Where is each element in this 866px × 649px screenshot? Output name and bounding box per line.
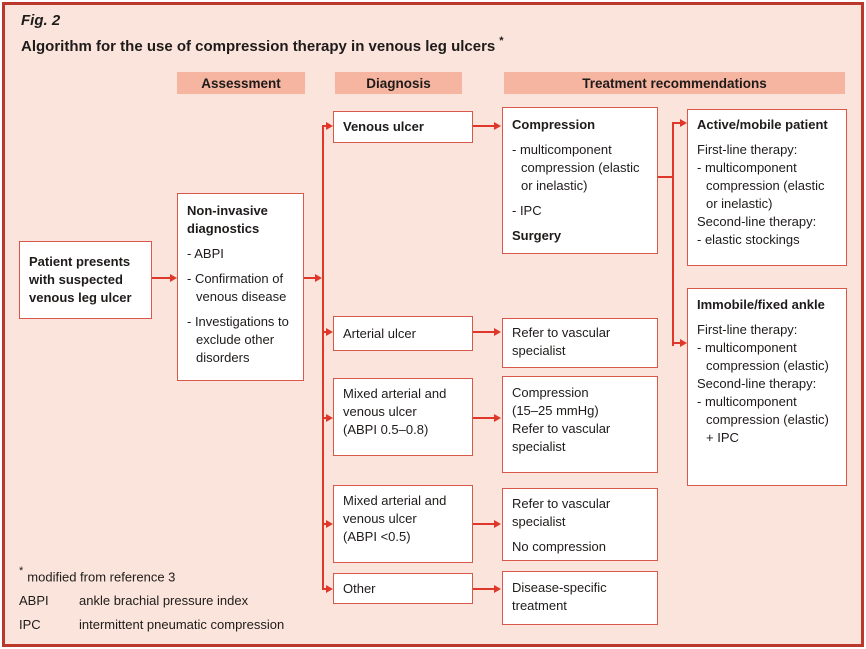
arrow-trunk-to-venous-line	[322, 125, 327, 127]
arrow-mixed-high-to-treatment-head	[494, 414, 501, 422]
arrow-other-to-treatment-head	[494, 585, 501, 593]
column-header-assessment: Assessment	[177, 72, 305, 94]
arrow-mixed-high-to-treatment-line	[473, 417, 495, 419]
arrow-branch-to-active-head	[680, 119, 687, 127]
venous-treatment-ipc: - IPC	[512, 203, 542, 218]
arrow-trunk-to-mixed-high-line	[322, 417, 327, 419]
node-patient-presents: Patient presents with suspected venous l…	[19, 241, 152, 319]
arterial-treatment-refer: Refer to vascular specialist	[512, 325, 611, 358]
arrow-trunk-to-other-head	[326, 585, 333, 593]
abbreviation-abpi-term: ABPI	[19, 593, 49, 608]
arrow-diagnostics-to-trunk-head	[315, 274, 322, 282]
active-mobile-title: Active/mobile patient	[697, 117, 828, 132]
active-first-line-label: First-line therapy:	[697, 142, 798, 157]
figure-title: Algorithm for the use of compression the…	[21, 35, 504, 55]
venous-ulcer-label: Venous ulcer	[343, 119, 424, 134]
column-header-diagnosis: Diagnosis	[335, 72, 462, 94]
node-mixed-low-treatment: Refer to vascular specialist No compress…	[502, 488, 658, 561]
arrow-trunk-to-mixed-low-line	[322, 523, 327, 525]
arrow-diagnostics-to-trunk-line	[304, 277, 316, 279]
footnote: *modified from reference 3	[19, 565, 176, 585]
subgroup-branch-line	[672, 122, 674, 346]
node-mixed-high-treatment: Compression (15–25 mmHg) Refer to vascul…	[502, 376, 658, 473]
node-immobile-fixed-ankle: Immobile/fixed ankle First-line therapy:…	[687, 288, 847, 486]
abbreviation-ipc-term: IPC	[19, 617, 41, 632]
active-second-line-item: - elastic stockings	[697, 232, 800, 247]
figure-label: Fig. 2	[21, 12, 61, 29]
node-arterial-ulcer: Arterial ulcer	[333, 316, 473, 351]
immobile-second-line-item: - multicomponent compression (elastic) +…	[697, 394, 829, 445]
figure-title-text: Algorithm for the use of compression the…	[21, 38, 496, 55]
mixed-high-treatment-range: (15–25 mmHg)	[512, 403, 599, 418]
arrow-patient-to-diagnostics-line	[152, 277, 171, 279]
diagnostics-item-investigations: - Investigations to exclude other disord…	[187, 314, 289, 365]
other-treatment-line: Disease-specific treatment	[512, 580, 607, 613]
node-venous-treatment: Compression - multicomponent compression…	[502, 107, 658, 254]
mixed-low-treatment-no-compression: No compression	[512, 539, 606, 554]
mixed-high-treatment-compression: Compression	[512, 385, 589, 400]
arrow-venous-to-treatment-head	[494, 122, 501, 130]
arrow-trunk-to-mixed-high-head	[326, 414, 333, 422]
node-other-diagnosis: Other	[333, 573, 473, 604]
mixed-high-name: Mixed arterial and venous ulcer	[343, 386, 447, 419]
diagnostics-item-abpi: - ABPI	[187, 246, 224, 261]
immobile-first-line-item: - multicomponent compression (elastic)	[697, 340, 829, 373]
mixed-low-name: Mixed arterial and venous ulcer	[343, 493, 447, 526]
arrow-trunk-to-arterial-line	[322, 331, 327, 333]
arrow-trunk-to-venous-head	[326, 122, 333, 130]
mixed-high-treatment-refer: Refer to vascular specialist	[512, 421, 611, 454]
abbreviation-abpi-definition: ankle brachial pressure index	[79, 593, 249, 608]
patient-presents-text: Patient presents with suspected venous l…	[29, 254, 132, 305]
active-first-line-item: - multicomponent compression (elastic or…	[697, 160, 825, 211]
venous-treatment-compression-heading: Compression	[512, 117, 596, 132]
column-header-treatment: Treatment recommendations	[504, 72, 845, 94]
arrow-branch-to-immobile-head	[680, 339, 687, 347]
footnote-text: modified from reference 3	[27, 569, 176, 585]
arrow-branch-to-immobile-line	[672, 342, 681, 344]
arrow-branch-to-active-line	[672, 122, 681, 124]
node-arterial-treatment: Refer to vascular specialist	[502, 318, 658, 368]
arrow-arterial-to-treatment-head	[494, 328, 501, 336]
arterial-ulcer-label: Arterial ulcer	[343, 325, 416, 341]
abbreviation-ipc-definition: intermittent pneumatic compression	[79, 617, 285, 632]
arrow-venous-to-treatment-line	[473, 125, 495, 127]
node-non-invasive-diagnostics: Non-invasive diagnostics - ABPI - Confir…	[177, 193, 304, 381]
active-second-line-label: Second-line therapy:	[697, 214, 817, 229]
mixed-low-criteria: (ABPI <0.5)	[343, 529, 411, 544]
arrow-patient-to-diagnostics-head	[170, 274, 177, 282]
other-diagnosis-label: Other	[343, 580, 376, 596]
node-venous-ulcer: Venous ulcer	[333, 111, 473, 143]
diagnosis-trunk-line	[322, 125, 324, 590]
node-mixed-ulcer-abpi-0-5-0-8: Mixed arterial and venous ulcer (ABPI 0.…	[333, 378, 473, 456]
node-active-mobile-patient: Active/mobile patient First-line therapy…	[687, 109, 847, 266]
title-footnote-marker: *	[499, 35, 504, 47]
immobile-title: Immobile/fixed ankle	[697, 297, 825, 312]
arrow-other-to-treatment-line	[473, 588, 495, 590]
arrow-venous-treatment-to-branch-line	[658, 176, 674, 178]
arrow-trunk-to-other-line	[322, 588, 327, 590]
venous-treatment-multicomponent: - multicomponent compression (elastic or…	[512, 142, 640, 193]
footnote-marker: *	[19, 565, 24, 577]
immobile-second-line-label: Second-line therapy:	[697, 376, 817, 391]
node-mixed-ulcer-abpi-lt-0-5: Mixed arterial and venous ulcer (ABPI <0…	[333, 485, 473, 563]
mixed-high-criteria: (ABPI 0.5–0.8)	[343, 422, 429, 437]
arrow-trunk-to-mixed-low-head	[326, 520, 333, 528]
diagnostics-item-confirmation: - Confirmation of venous disease	[187, 271, 287, 304]
immobile-first-line-label: First-line therapy:	[697, 322, 798, 337]
venous-treatment-surgery-heading: Surgery	[512, 228, 562, 243]
arrow-arterial-to-treatment-line	[473, 331, 495, 333]
abbreviation-abpi: ABPI ankle brachial pressure index	[19, 593, 248, 608]
abbreviation-ipc: IPC intermittent pneumatic compression	[19, 617, 284, 632]
mixed-low-treatment-refer: Refer to vascular specialist	[512, 496, 611, 529]
arrow-mixed-low-to-treatment-line	[473, 523, 495, 525]
node-other-treatment: Disease-specific treatment	[502, 571, 658, 625]
diagnostics-title: Non-invasive diagnostics	[187, 203, 268, 236]
arrow-trunk-to-arterial-head	[326, 328, 333, 336]
arrow-mixed-low-to-treatment-head	[494, 520, 501, 528]
